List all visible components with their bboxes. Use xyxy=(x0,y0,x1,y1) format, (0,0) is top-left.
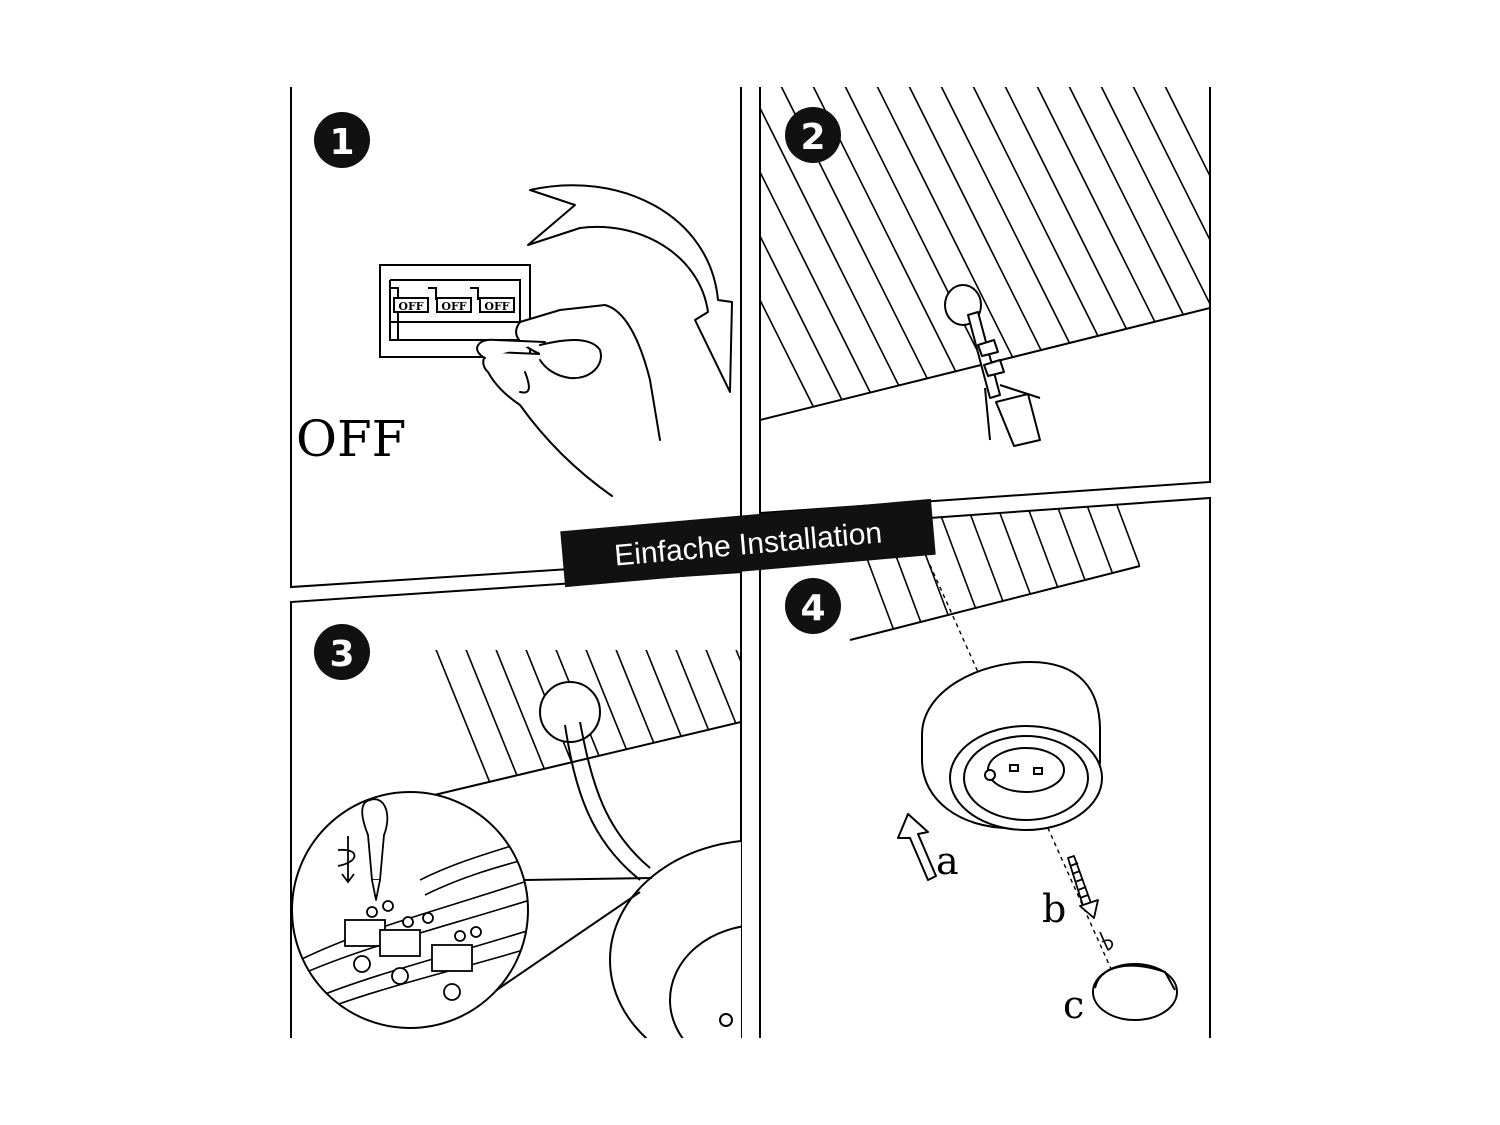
screw-icon xyxy=(1099,931,1114,951)
lamp-body-partial xyxy=(609,839,741,1038)
panel-3: 3 xyxy=(291,624,741,1038)
magnifier-circle xyxy=(291,791,529,1029)
step-badge-2: 2 xyxy=(785,107,841,163)
ceiling-hatch xyxy=(850,500,1140,640)
switch-labels: OFF OFF OFF xyxy=(398,300,509,313)
step-badge-3: 3 xyxy=(314,624,370,680)
screwdriver-icon xyxy=(361,798,389,901)
switch-label-3: OFF xyxy=(484,300,509,313)
label-a: a xyxy=(936,839,959,883)
panel-2: 2 xyxy=(760,87,1210,447)
ceiling-hatch xyxy=(760,87,1210,420)
off-caption: OFF xyxy=(296,410,406,468)
junction-hole xyxy=(539,681,601,743)
switch-label-2: OFF xyxy=(441,300,466,313)
lamp-cover-icon xyxy=(1092,963,1178,1021)
rotate-arrow-icon xyxy=(337,836,356,884)
step-number-1: 1 xyxy=(329,122,354,163)
switch-label-1: OFF xyxy=(398,300,423,313)
hand-icon xyxy=(476,304,661,497)
title-banner: Einfache Installation xyxy=(560,498,936,588)
step-badge-1: 1 xyxy=(314,112,370,168)
panel-1: OFF OFF OFF OFF 1 xyxy=(296,112,733,497)
breaker-switch-icon xyxy=(379,264,531,358)
screw-icon xyxy=(1067,855,1099,919)
step-number-3: 3 xyxy=(329,634,354,675)
label-b: b xyxy=(1042,887,1066,931)
wall-anchor-icon xyxy=(944,284,1041,447)
up-arrow-icon xyxy=(897,813,937,881)
step-badge-4: 4 xyxy=(785,578,841,634)
rotate-arrow-icon xyxy=(527,184,733,393)
label-c: c xyxy=(1063,983,1084,1027)
step-number-4: 4 xyxy=(800,588,825,629)
wires xyxy=(564,721,651,881)
step-number-2: 2 xyxy=(800,117,825,158)
panel-4: a b c 4 xyxy=(785,500,1178,1027)
terminal-block-icon xyxy=(344,900,482,1001)
ceiling-hatch xyxy=(430,650,741,796)
lamp-housing xyxy=(921,660,1103,831)
